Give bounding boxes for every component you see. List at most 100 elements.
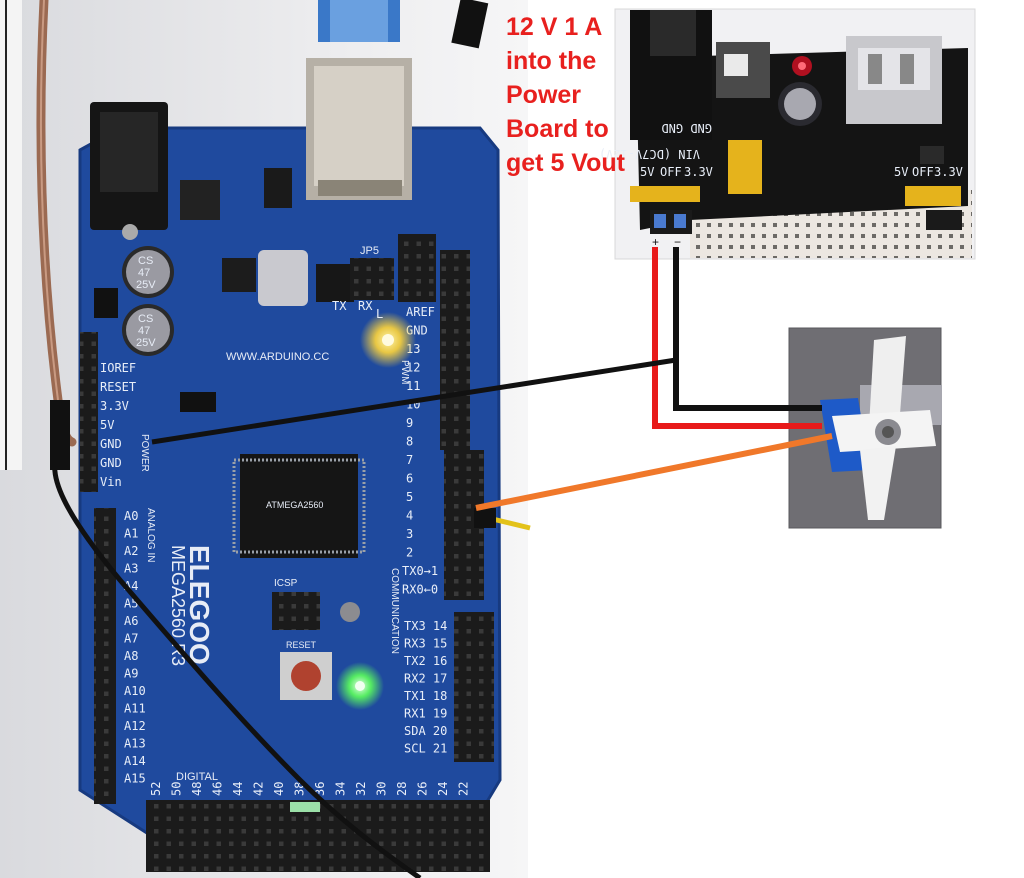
svg-text:JP5: JP5 bbox=[360, 245, 379, 257]
analog-pin-label: A12 bbox=[124, 719, 146, 733]
power-module-label: 5V bbox=[894, 165, 908, 179]
digital-pin-label: 24 bbox=[436, 782, 450, 796]
power-pin-label: RESET bbox=[100, 380, 136, 394]
svg-text:ANALOG IN: ANALOG IN bbox=[145, 508, 156, 562]
comm-pin-label: SCL 21 bbox=[404, 742, 447, 756]
svg-text:MEGA2560 R3: MEGA2560 R3 bbox=[168, 545, 188, 666]
orange-signal-wire bbox=[475, 433, 833, 511]
led-label: L bbox=[376, 307, 383, 321]
arduino-gnd-wire bbox=[151, 357, 677, 445]
digital-pin-label: 46 bbox=[211, 782, 225, 796]
analog-pin-label: A11 bbox=[124, 702, 146, 716]
power-module-label: 3.3V bbox=[934, 165, 963, 179]
svg-text:WWW.ARDUINO.CC: WWW.ARDUINO.CC bbox=[226, 351, 329, 363]
atmega2560-chip bbox=[240, 454, 358, 558]
svg-text:25V: 25V bbox=[136, 279, 156, 291]
comm-pin-label: TX2 16 bbox=[404, 654, 447, 668]
analog-pin-label: A13 bbox=[124, 737, 146, 751]
jp5-header bbox=[350, 258, 394, 300]
comm-pin-label: SDA 20 bbox=[404, 724, 447, 738]
red-power-wire bbox=[652, 247, 822, 429]
communication-header bbox=[454, 612, 494, 762]
power-pin-label: IOREF bbox=[100, 361, 136, 375]
pwm-pin-label: 12 bbox=[406, 361, 420, 375]
pwm-pin-label: 11 bbox=[406, 379, 420, 393]
comm-pin-label: RX3 15 bbox=[404, 637, 447, 651]
pwm-pin-label: 4 bbox=[406, 509, 413, 523]
digital-pin-label: 48 bbox=[190, 782, 204, 796]
digital-pin-label: 44 bbox=[231, 782, 245, 796]
svg-text:47: 47 bbox=[138, 267, 150, 279]
analog-pin-label: A15 bbox=[124, 772, 146, 786]
svg-text:PWM: PWM bbox=[399, 360, 410, 384]
board-gnd-cable bbox=[52, 446, 422, 878]
left-voltage-jumper bbox=[728, 140, 762, 194]
analog-pin-label: A0 bbox=[124, 509, 138, 523]
comm-pin-label: TX3 14 bbox=[404, 619, 447, 633]
digital-pin-label: 30 bbox=[375, 782, 389, 796]
power-module-label: VIN (DC7V-12V) bbox=[599, 147, 700, 161]
digital-pin-label: 50 bbox=[170, 782, 184, 796]
digital-pin-label: 22 bbox=[457, 782, 471, 796]
capacitor-1: CS 47 25V bbox=[122, 246, 174, 298]
power-module-label: 5V bbox=[640, 165, 654, 179]
pwm-pin-label: AREF bbox=[406, 305, 435, 319]
analog-pin-label: A2 bbox=[124, 544, 138, 558]
pwm-pin-label: 5 bbox=[406, 490, 413, 504]
analog-header bbox=[94, 508, 116, 804]
digital-pin-label: 26 bbox=[416, 782, 430, 796]
pwm-pin-label: RX0←0 bbox=[402, 583, 438, 597]
power-pin-label: GND bbox=[100, 456, 122, 470]
analog-pin-label: A8 bbox=[124, 649, 138, 663]
svg-text:CS: CS bbox=[138, 255, 153, 267]
pwm-header bbox=[440, 250, 470, 450]
capacitor-2: CS 47 25V bbox=[122, 304, 174, 356]
power-pin-label: 3.3V bbox=[100, 399, 129, 413]
power-module-label: OFF bbox=[912, 165, 934, 179]
svg-text:ICSP: ICSP bbox=[274, 578, 298, 589]
pwm-pin-label: 9 bbox=[406, 416, 413, 430]
pwm-pin-label: 2 bbox=[406, 546, 413, 560]
analog-pin-label: A10 bbox=[124, 684, 146, 698]
svg-text:ELEGOO: ELEGOO bbox=[184, 545, 215, 665]
power-module-label: 3.3V bbox=[684, 165, 713, 179]
comm-pin-label: RX2 17 bbox=[404, 672, 447, 686]
digital-pin-label: 32 bbox=[354, 782, 368, 796]
svg-text:COMMUNICATION: COMMUNICATION bbox=[389, 568, 400, 654]
comm-pin-label: TX1 18 bbox=[404, 689, 447, 703]
analog-pin-label: A7 bbox=[124, 632, 138, 646]
right-voltage-jumper bbox=[905, 186, 961, 206]
power-module-label: OFF bbox=[660, 165, 682, 179]
analog-pin-label: A1 bbox=[124, 527, 138, 541]
pwm-pin-label: 7 bbox=[406, 453, 413, 467]
svg-text:47: 47 bbox=[138, 325, 150, 337]
power-header bbox=[80, 332, 98, 492]
digital-pin-label: 42 bbox=[252, 782, 266, 796]
analog-pin-label: A3 bbox=[124, 562, 138, 576]
svg-text:25V: 25V bbox=[136, 337, 156, 349]
pwm-pin-label: 6 bbox=[406, 472, 413, 486]
digital-pin-label: 36 bbox=[313, 782, 327, 796]
digital-pin-label: 52 bbox=[149, 782, 163, 796]
power-module-label: GND GND bbox=[661, 121, 712, 135]
led-label: RX bbox=[358, 299, 373, 313]
voltage-regulator bbox=[180, 180, 220, 220]
pwm-pin-label: TX0→1 bbox=[402, 564, 438, 578]
polarity-label: − bbox=[674, 235, 681, 249]
power-pin-label: GND bbox=[100, 437, 122, 451]
digital-pin-label: 34 bbox=[334, 782, 348, 796]
digital-pin-label: 40 bbox=[272, 782, 286, 796]
svg-text:RESET: RESET bbox=[286, 640, 317, 650]
polarity-label: + bbox=[652, 235, 659, 249]
crystal-oscillator bbox=[258, 250, 308, 306]
power-note: 12 V 1 A into the Power Board to get 5 V… bbox=[506, 13, 625, 177]
pwm-pin-label: 3 bbox=[406, 527, 413, 541]
servo-horn bbox=[832, 336, 936, 520]
black-ground-wire bbox=[673, 247, 822, 411]
svg-text:CS: CS bbox=[138, 313, 153, 325]
svg-text:POWER: POWER bbox=[139, 434, 150, 472]
power-pin-label: Vin bbox=[100, 475, 122, 489]
digital-pin-label: 28 bbox=[395, 782, 409, 796]
usb-chip bbox=[316, 264, 354, 302]
